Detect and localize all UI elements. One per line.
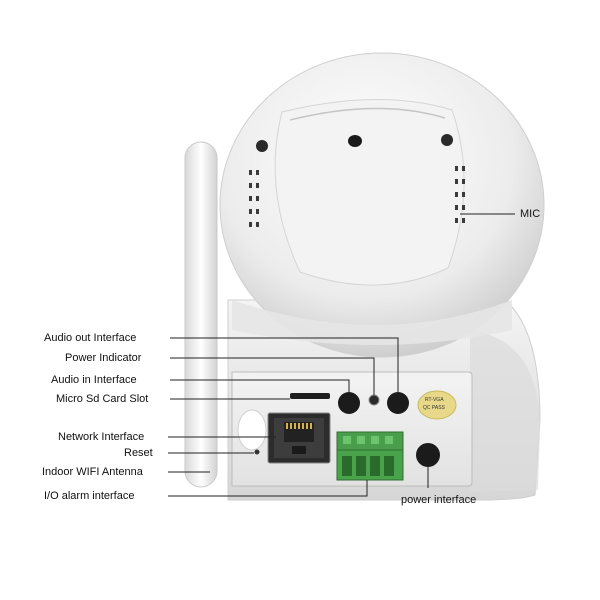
sticker-line2: QC PASS <box>423 405 445 411</box>
power-interface-label: power interface <box>401 494 477 506</box>
micro-sd-label: Micro Sd Card Slot <box>56 393 149 405</box>
reset-hole <box>254 449 260 455</box>
audio-out-jack <box>387 392 409 414</box>
sticker-line1: RT-VGA <box>425 397 444 403</box>
reset-label: Reset <box>124 447 153 459</box>
audio-out-label: Audio out Interface <box>44 332 137 344</box>
wifi-antenna <box>184 141 218 488</box>
power-socket <box>416 443 440 467</box>
io-alarm-label: I/O alarm interface <box>44 490 135 502</box>
power-indicator-led <box>368 394 380 406</box>
audio-in-jack <box>338 392 360 414</box>
camera-head <box>219 52 545 358</box>
mic-label: MIC <box>520 208 541 220</box>
io-terminal-block <box>336 431 404 481</box>
power-indicator-label: Power Indicator <box>65 352 142 364</box>
network-label: Network Interface <box>58 431 145 443</box>
leader-lines <box>168 213 515 497</box>
qc-sticker <box>417 390 457 420</box>
micro-sd-slot <box>290 393 330 399</box>
antenna-label: Indoor WIFI Antenna <box>42 466 143 478</box>
mic-holes-right <box>455 166 465 223</box>
audio-in-label: Audio in Interface <box>51 374 137 386</box>
network-port <box>267 412 331 464</box>
mic-holes-left <box>249 170 259 227</box>
